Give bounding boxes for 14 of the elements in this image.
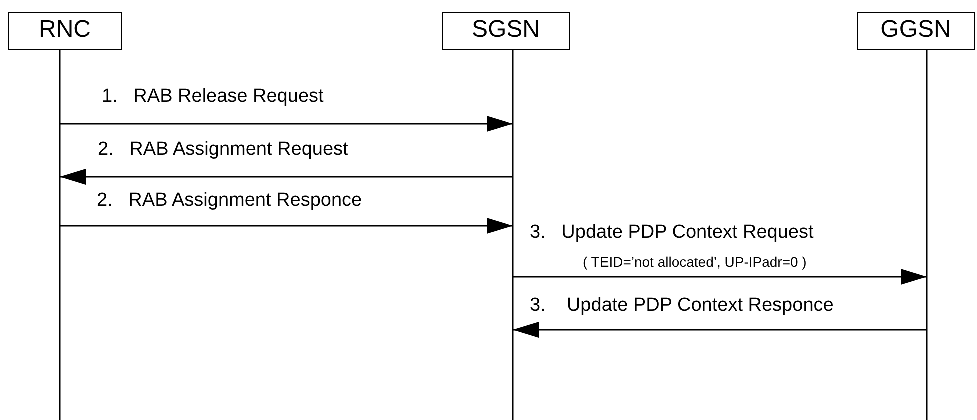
message-label: 2. RAB Assignment Request bbox=[98, 139, 348, 161]
message-arrow bbox=[513, 322, 927, 338]
participant-box: RNC bbox=[8, 12, 122, 50]
message-label: 1. RAB Release Request bbox=[102, 86, 324, 108]
message-arrow bbox=[513, 269, 927, 285]
message-label: 3. Update PDP Context Request bbox=[530, 222, 814, 244]
message-arrow bbox=[60, 218, 513, 234]
message-label: 3. Update PDP Context Responce bbox=[530, 295, 834, 317]
participant-box: SGSN bbox=[442, 12, 570, 50]
message-label: 2. RAB Assignment Responce bbox=[97, 190, 362, 212]
message-arrow bbox=[60, 116, 513, 132]
parameter-note: ( TEID=’not allocated’, UP-IPadr=0 ) bbox=[583, 254, 807, 270]
participant-box: GGSN bbox=[857, 12, 975, 50]
message-arrow bbox=[60, 169, 513, 185]
